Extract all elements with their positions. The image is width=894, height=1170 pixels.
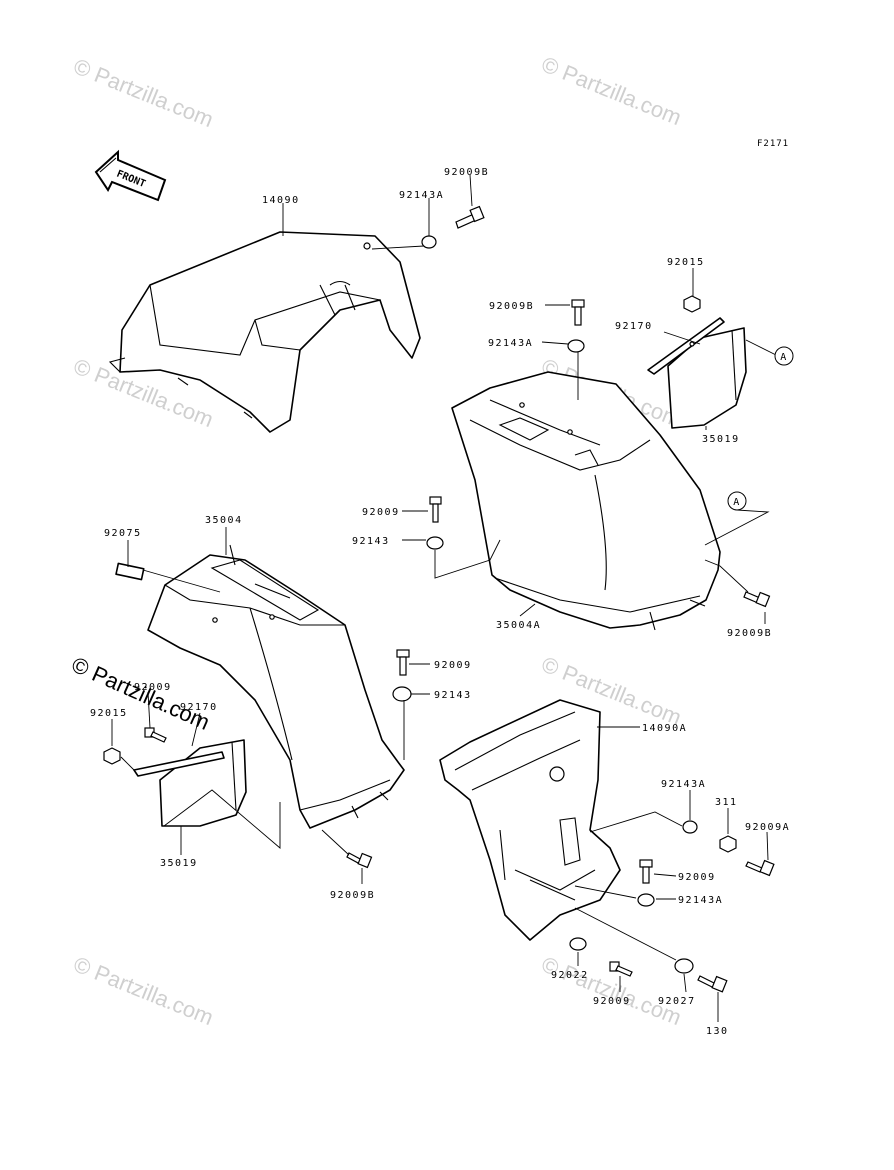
part-label-92009B: 92009B — [489, 301, 534, 312]
grommet-icon — [421, 235, 437, 249]
part-label-92015: 92015 — [667, 257, 705, 268]
part-label-92009: 92009 — [593, 996, 631, 1007]
washer-icon — [569, 937, 587, 951]
bolt-icon — [639, 859, 653, 884]
part-label-35019: 35019 — [160, 858, 198, 869]
part-label-92009B: 92009B — [444, 167, 489, 178]
washer-icon — [674, 958, 694, 974]
part-label-92143A: 92143A — [488, 338, 533, 349]
grommet-icon — [637, 893, 655, 907]
bolt-icon — [429, 496, 442, 523]
part-label-92027: 92027 — [658, 996, 696, 1007]
bolt-icon — [745, 859, 775, 877]
mud-flap-left-35019 — [133, 739, 247, 827]
part-labels: 14090 92143A 92009B 92015 92009B 92170 9… — [90, 167, 790, 1037]
grommet-icon — [567, 339, 585, 353]
part-label-14090: 14090 — [262, 195, 300, 206]
part-label-35004A: 35004A — [496, 620, 541, 631]
bolt-icon — [396, 649, 410, 676]
figure-code: F2171 — [757, 139, 789, 149]
part-label-92009B: 92009B — [727, 628, 772, 639]
watermark-text: © Partzilla.com — [70, 951, 217, 1030]
front-arrow-icon: FRONT — [94, 149, 167, 202]
part-label-92009A: 92009A — [745, 822, 790, 833]
nut-icon — [683, 295, 701, 313]
rear-fender-35004 — [147, 544, 405, 829]
rear-fender-35004A — [451, 371, 721, 631]
part-label-92022: 92022 — [551, 970, 589, 981]
part-label-311: 311 — [715, 797, 738, 808]
nut-icon — [103, 747, 121, 765]
part-label-92009B: 92009B — [330, 890, 375, 901]
hardware — [103, 205, 775, 993]
part-label-130: 130 — [706, 1026, 729, 1037]
callout-a-top: A — [774, 346, 794, 366]
part-label-92009: 92009 — [362, 507, 400, 518]
part-label-92009: 92009 — [134, 682, 172, 693]
bolt-icon — [346, 852, 373, 869]
part-label-92170: 92170 — [615, 321, 653, 332]
label-tag-92075 — [115, 562, 145, 581]
mud-flap-right-35019 — [647, 317, 747, 429]
part-label-14090A: 14090A — [642, 723, 687, 734]
bolt-icon — [609, 961, 633, 977]
part-label-92170: 92170 — [180, 702, 218, 713]
copyright-watermark: © Partzilla.com — [68, 652, 214, 735]
grommet-icon — [392, 686, 412, 702]
bolt-icon — [571, 299, 585, 326]
callout-letter: A — [733, 497, 741, 508]
bolt-icon — [455, 205, 485, 229]
under-cover-14090A — [439, 699, 621, 941]
part-label-92143A: 92143A — [399, 190, 444, 201]
callout-a-mid: A — [727, 491, 747, 511]
watermark-text: © Partzilla.com — [70, 53, 217, 132]
part-label-92009: 92009 — [678, 872, 716, 883]
bolt-icon — [144, 727, 167, 743]
bolt-icon — [697, 975, 728, 993]
part-label-35019: 35019 — [702, 434, 740, 445]
grommet-icon — [682, 820, 698, 834]
part-label-92075: 92075 — [104, 528, 142, 539]
part-label-92143A: 92143A — [661, 779, 706, 790]
part-label-92143: 92143 — [352, 536, 390, 547]
part-label-35004: 35004 — [205, 515, 243, 526]
callout-letter: A — [780, 352, 788, 363]
bolt-icon — [743, 591, 771, 608]
part-label-92143: 92143 — [434, 690, 472, 701]
part-label-92015: 92015 — [90, 708, 128, 719]
nut-icon — [719, 835, 737, 853]
watermark-text: © Partzilla.com — [538, 51, 685, 130]
part-label-92009: 92009 — [434, 660, 472, 671]
leader-lines — [111, 174, 783, 1022]
front-cover-14090 — [108, 231, 421, 433]
grommet-icon — [426, 536, 444, 550]
part-label-92143A: 92143A — [678, 895, 723, 906]
